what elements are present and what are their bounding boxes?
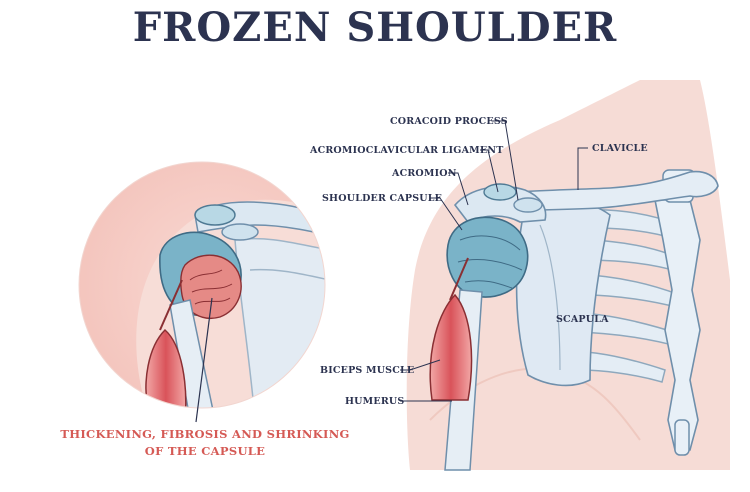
label-acromioclavicular-ligament: ACROMIOCLAVICULAR LIGAMENT [310,145,504,156]
label-biceps-muscle: BICEPS MUSCLE [320,365,415,376]
label-humerus: HUMERUS [345,396,405,407]
biceps-muscle [429,293,473,401]
leader-lines [400,120,588,402]
label-coracoid-process: CORACOID PROCESS [390,116,508,127]
page-title: FROZEN SHOULDER [132,4,618,51]
label-clavicle: CLAVICLE [592,143,648,154]
label-scapula: SCAPULA [556,314,609,325]
caption-line-2: OF THE CAPSULE [144,444,266,458]
capsule-caption: THICKENING, FIBROSIS AND SHRINKING OF TH… [40,426,370,460]
label-shoulder-capsule: SHOULDER CAPSULE [322,193,443,204]
zoom-circle [79,162,325,408]
caption-line-1: THICKENING, FIBROSIS AND SHRINKING [60,427,350,441]
shoulder-capsule [446,216,529,298]
sternum [654,199,701,451]
label-acromion: ACROMION [392,168,457,179]
